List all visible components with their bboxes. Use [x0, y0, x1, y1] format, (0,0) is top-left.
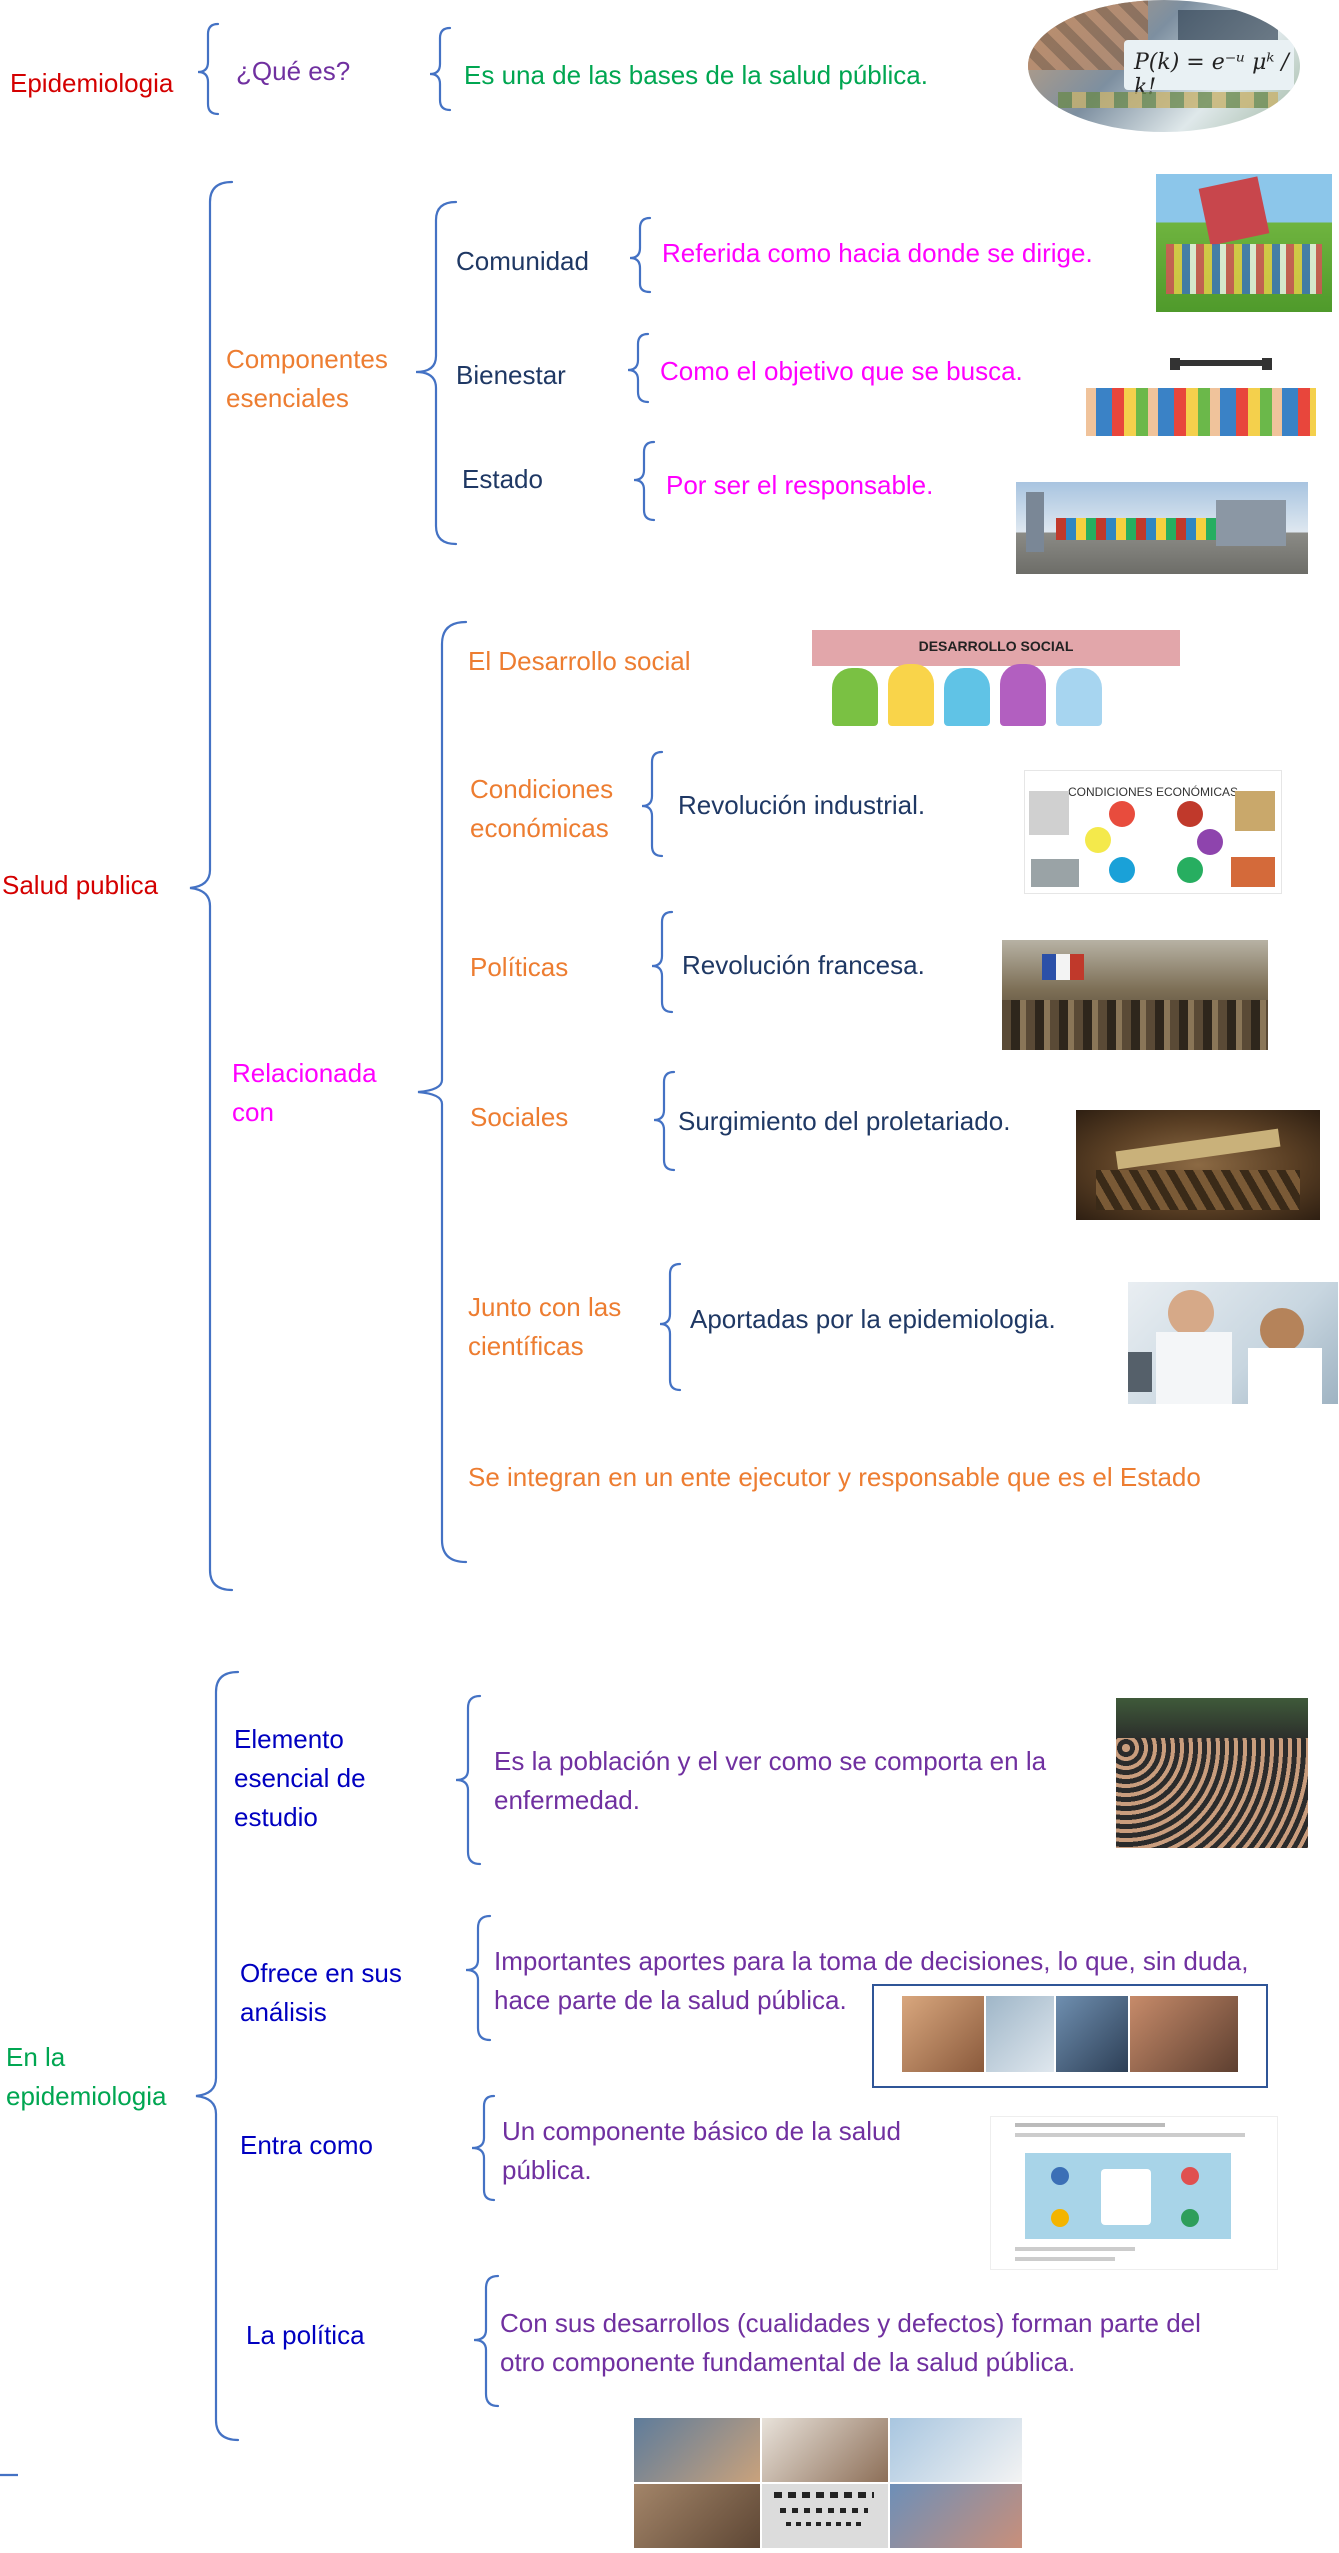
crowd-photo — [1116, 1698, 1308, 1848]
bracket — [417, 620, 468, 1564]
bracket — [415, 200, 458, 546]
public-health-infographic — [990, 2116, 1278, 2270]
comunidad-label: Comunidad — [456, 246, 589, 276]
que-es-answer: Es una de las bases de la salud pública. — [464, 60, 928, 90]
junto-con-las-cientificas-desc: Aportadas por la epidemiologia. — [690, 1304, 1056, 1334]
entra-como-label: Entra como — [240, 2130, 373, 2160]
elemento-esencial-label: Elemento esencial de estudio — [234, 1724, 366, 1832]
condiciones-economicas-label: Condiciones económicas — [470, 774, 614, 843]
condiciones-banner: CONDICIONES ECONÓMICAS — [1067, 785, 1238, 799]
proletariat-illustration — [1076, 1110, 1320, 1220]
bracket — [197, 22, 220, 116]
healthcare-collage — [634, 2418, 1022, 2548]
integran-estado-text: Se integran en un ente ejecutor y respon… — [468, 1462, 1201, 1492]
politicas-label: Políticas — [470, 952, 569, 982]
formula-text: P(k) = e⁻ᵘ μᵏ / k! — [1134, 50, 1289, 100]
bracket — [633, 440, 656, 522]
entra-como-desc: Un componente básico de la salud pública… — [502, 2116, 901, 2185]
root-epidemiologia-label: Epidemiologia — [10, 68, 174, 98]
flags-building-photo — [1016, 482, 1308, 574]
scientists-photo — [1128, 1282, 1338, 1404]
componentes-esenciales-label: Componentes esenciales — [226, 344, 388, 413]
bracket — [641, 750, 664, 858]
bracket — [629, 216, 652, 294]
condiciones-economicas-desc: Revolución industrial. — [678, 790, 926, 820]
bracket — [189, 180, 234, 1592]
estado-desc: Por ser el responsable. — [666, 470, 934, 500]
french-revolution-painting — [1002, 940, 1268, 1050]
bracket — [455, 1694, 482, 1866]
que-es-label: ¿Qué es? — [236, 56, 351, 86]
estado-label: Estado — [462, 464, 543, 494]
bracket — [429, 26, 452, 112]
bienestar-desc: Como el objetivo que se busca. — [660, 356, 1023, 386]
social-development-cartoon: DESARROLLO SOCIAL — [812, 630, 1180, 728]
wellness-people-photo — [1086, 358, 1316, 436]
bracket — [651, 910, 674, 1014]
epidemiology-formula-image: P(k) = e⁻ᵘ μᵏ / k! — [1028, 0, 1300, 132]
sociales-desc: Surgimiento del proletariado. — [678, 1106, 1011, 1136]
root-salud-publica-label: Salud publica — [2, 870, 159, 900]
junto-con-las-cientificas-label: Junto con las científicas — [468, 1292, 622, 1361]
root-en-la-epidemiologia-label: En la epidemiologia — [6, 2042, 167, 2111]
ofrece-analisis-desc: Importantes aportes para la toma de deci… — [494, 1946, 1249, 2015]
bracket — [465, 1914, 492, 2042]
comunidad-desc: Referida como hacia donde se dirige. — [662, 238, 1093, 268]
relacionada-con-label: Relacionada con — [232, 1058, 377, 1127]
bracket — [627, 332, 650, 404]
elemento-esencial-desc: Es la población y el ver como se comport… — [494, 1746, 1047, 1815]
politicas-desc: Revolución francesa. — [682, 950, 925, 980]
economic-conditions-diagram: CONDICIONES ECONÓMICAS — [1024, 770, 1282, 894]
ofrece-analisis-label: Ofrece en sus análisis — [240, 1958, 402, 2027]
la-politica-desc: Con sus desarrollos (cualidades y defect… — [500, 2308, 1201, 2377]
desarrollo-social-banner: DESARROLLO SOCIAL — [918, 638, 1074, 654]
bracket — [473, 2274, 500, 2408]
bracket — [471, 2094, 496, 2202]
sociales-label: Sociales — [470, 1102, 569, 1132]
bienestar-label: Bienestar — [456, 360, 566, 390]
community-photo — [1156, 174, 1332, 312]
bracket — [195, 1670, 240, 2442]
bracket — [659, 1262, 682, 1392]
la-politica-label: La política — [246, 2320, 365, 2350]
health-decisions-collage — [872, 1984, 1268, 2088]
desarrollo-social-label: El Desarrollo social — [468, 646, 691, 676]
bracket — [653, 1070, 676, 1172]
